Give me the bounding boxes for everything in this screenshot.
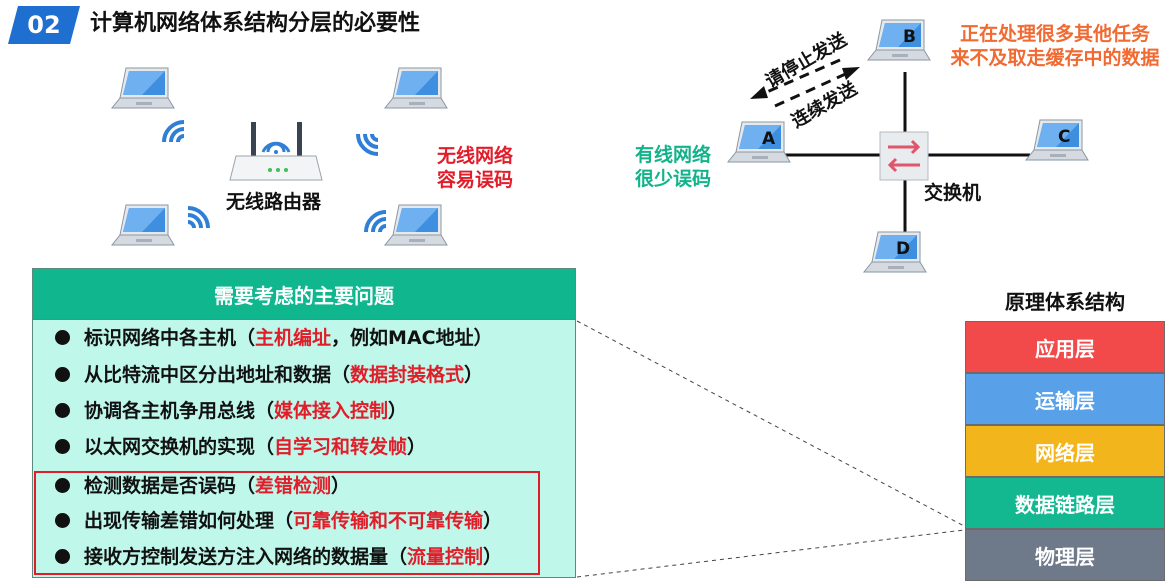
connector-line <box>576 529 965 578</box>
host-a-label: A <box>762 129 776 149</box>
layer-application: 应用层 <box>965 321 1165 373</box>
host-d-laptop-icon <box>863 231 927 273</box>
wireless-laptop-icon <box>384 67 448 109</box>
stack-title: 原理体系结构 <box>1005 290 1125 314</box>
issue-item: 从比特流中区分出地址和数据（数据封装格式） <box>55 360 483 390</box>
data-link-issues-highlight <box>34 471 540 575</box>
layer-transport: 运输层 <box>965 373 1165 425</box>
wireless-note-line: 容易误码 <box>437 169 514 191</box>
layer-physical: 物理层 <box>965 529 1165 581</box>
continue-arrow <box>774 67 860 108</box>
wired-error-note: 有线网络 很少误码 <box>635 143 711 191</box>
busy-note: 正在处理很多其他任务 来不及取走缓存中的数据 <box>942 22 1168 70</box>
wireless-router-icon <box>229 122 323 181</box>
wired-note-line: 有线网络 <box>635 144 712 166</box>
connector-line <box>576 320 965 527</box>
bullet-icon <box>55 367 70 382</box>
issue-item: 以太网交换机的实现（自学习和转发帧） <box>55 432 426 462</box>
bullet-icon <box>55 403 70 418</box>
host-b-label: B <box>903 27 916 47</box>
issue-item: 协调各主机争用总线（媒体接入控制） <box>55 396 407 426</box>
bullet-icon <box>55 549 70 564</box>
issue-item: 检测数据是否误码（差错检测） <box>55 471 350 501</box>
wifi-signal-icon <box>364 210 388 234</box>
bullet-icon <box>55 478 70 493</box>
wireless-note-line: 无线网络 <box>437 145 514 167</box>
wireless-laptop-icon <box>111 67 175 109</box>
router-label: 无线路由器 <box>226 191 322 213</box>
page-title: 计算机网络体系结构分层的必要性 <box>90 11 421 36</box>
wifi-signal-icon <box>162 120 186 144</box>
issue-item: 出现传输差错如何处理（可靠传输和不可靠传输） <box>55 506 502 536</box>
section-number-badge: 02 <box>8 6 80 44</box>
host-c-laptop-icon <box>1025 119 1089 161</box>
wifi-signal-icon <box>186 206 210 230</box>
switch-icon <box>879 131 929 181</box>
switch-label: 交换机 <box>924 182 982 204</box>
bullet-icon <box>55 439 70 454</box>
host-c-label: C <box>1058 127 1070 147</box>
bullet-icon <box>55 330 70 345</box>
wireless-laptop-icon <box>384 204 448 246</box>
layer-network: 网络层 <box>965 425 1165 477</box>
issue-item: 标识网络中各主机（主机编址，例如MAC地址） <box>55 323 493 353</box>
wireless-error-note: 无线网络 容易误码 <box>437 144 513 192</box>
wireless-laptop-icon <box>111 204 175 246</box>
host-b-laptop-icon <box>867 19 931 61</box>
busy-note-line: 来不及取走缓存中的数据 <box>950 47 1160 69</box>
host-d-label: D <box>896 239 910 259</box>
busy-note-line: 正在处理很多其他任务 <box>959 23 1150 45</box>
issues-panel-heading: 需要考虑的主要问题 <box>32 268 576 320</box>
bullet-icon <box>55 513 70 528</box>
issue-item: 接收方控制发送方注入网络的数据量（流量控制） <box>55 542 502 572</box>
wifi-signal-icon <box>356 132 380 156</box>
stop-arrow <box>750 58 841 99</box>
host-a-laptop-icon <box>727 121 791 163</box>
layer-data-link: 数据链路层 <box>965 477 1165 529</box>
wired-note-line: 很少误码 <box>635 168 712 190</box>
issues-panel: 标识网络中各主机（主机编址，例如MAC地址） 从比特流中区分出地址和数据（数据封… <box>32 320 576 578</box>
